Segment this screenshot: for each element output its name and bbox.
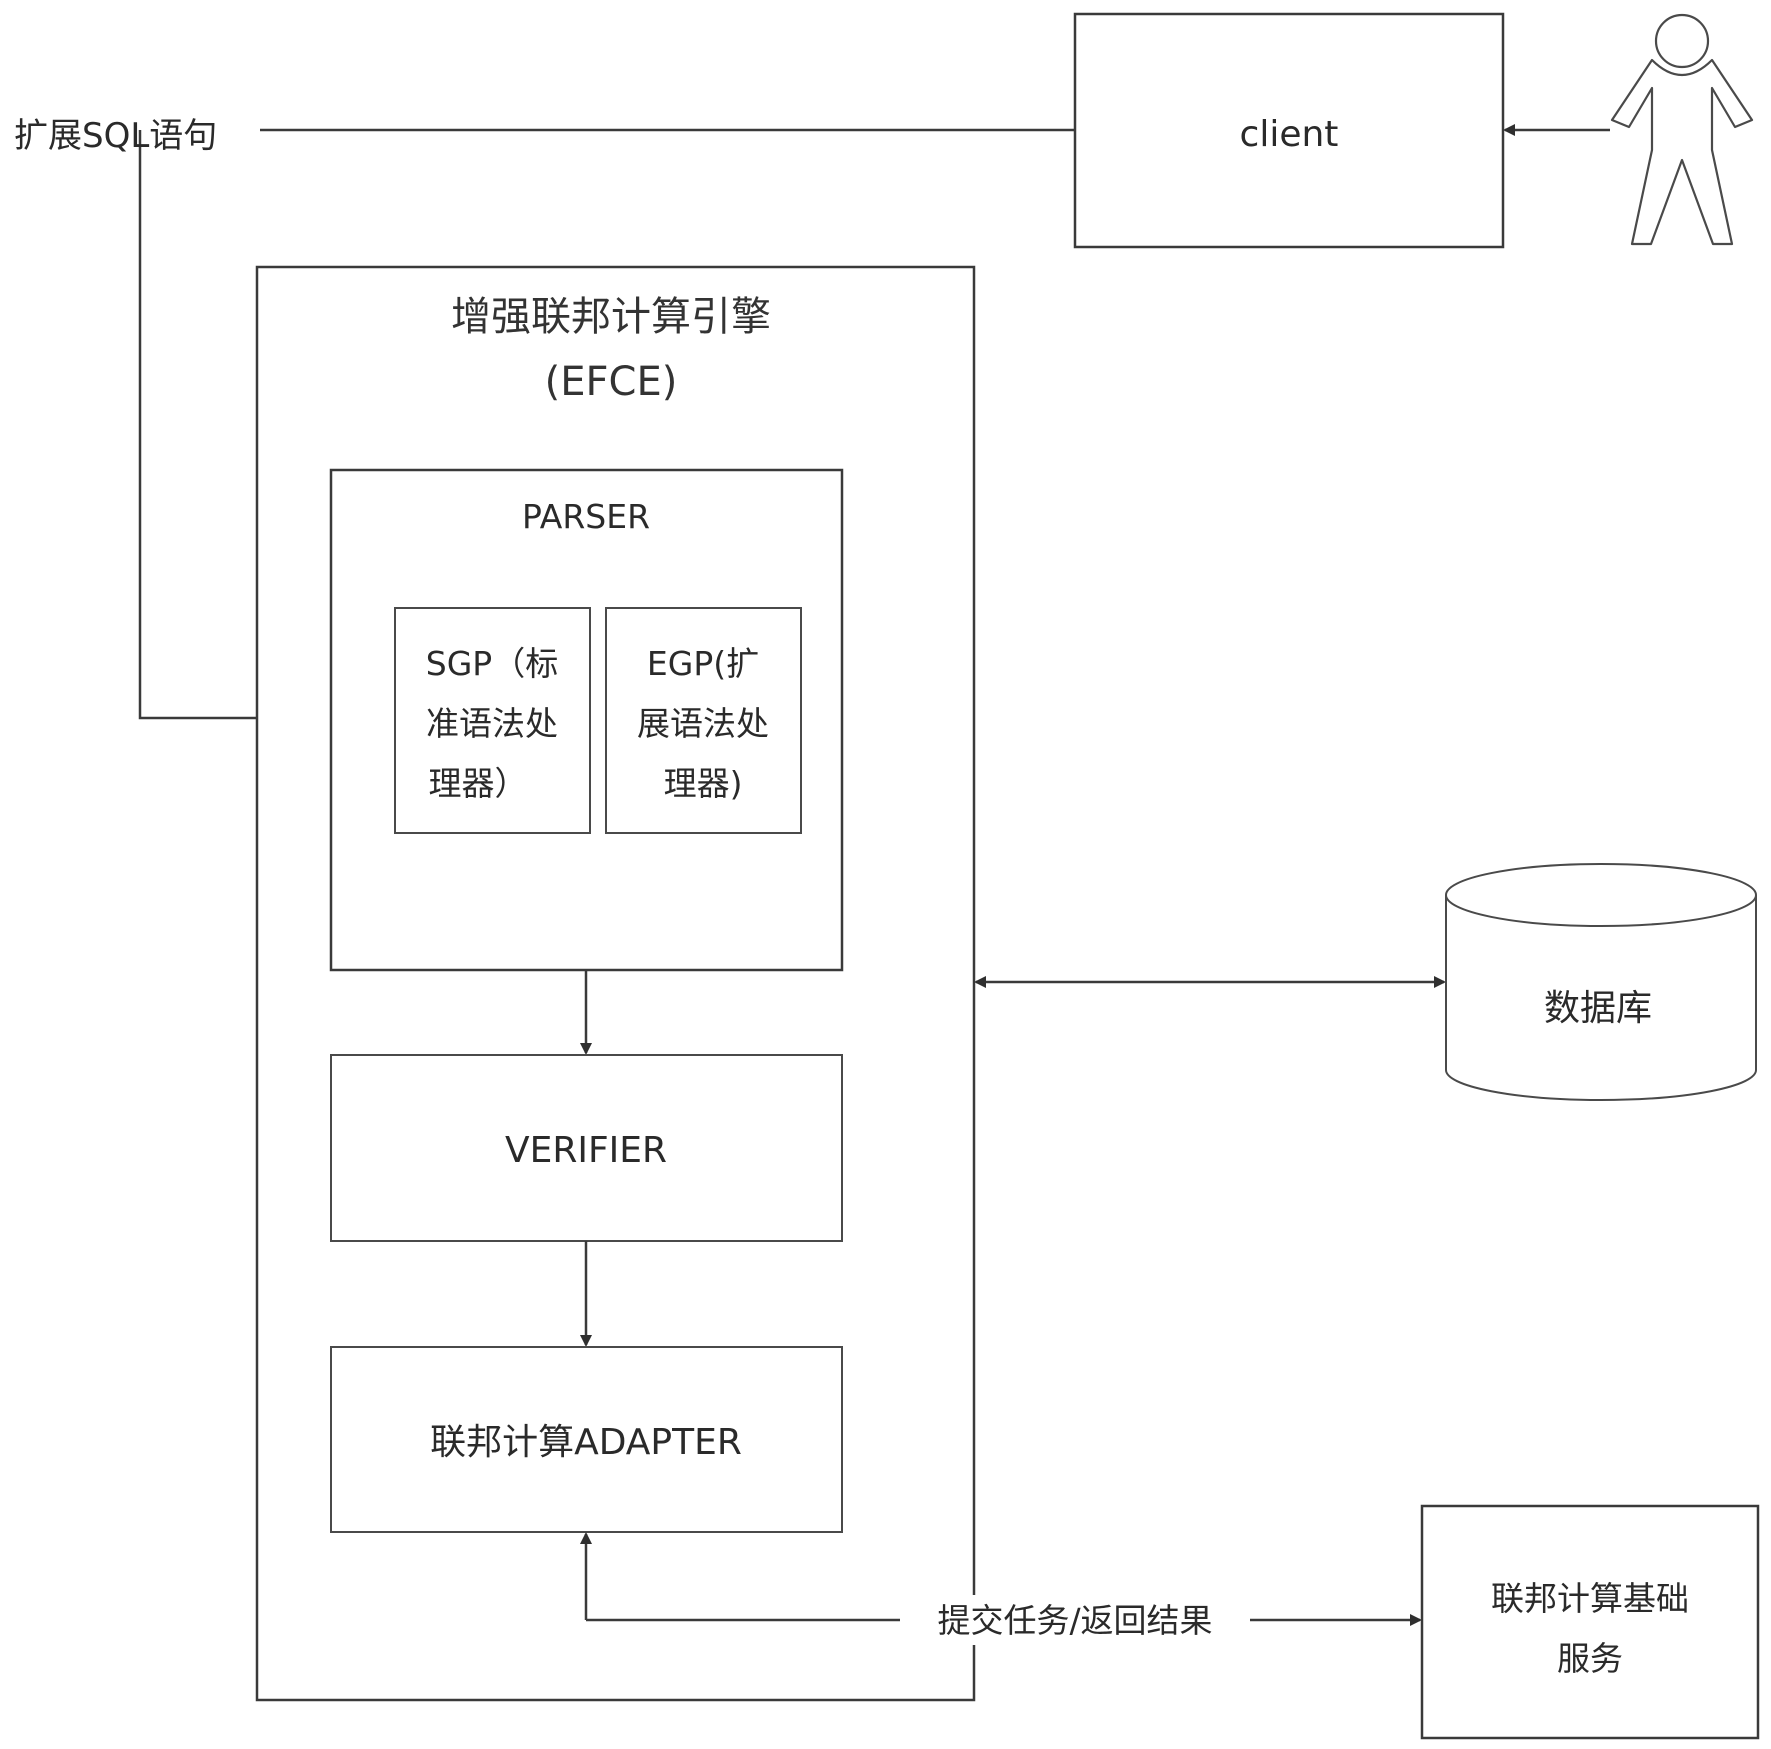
parser-label: PARSER bbox=[522, 497, 650, 536]
adapter-node[interactable]: 联邦计算ADAPTER bbox=[330, 1346, 843, 1533]
task-edge-label: 提交任务/返回结果 bbox=[937, 1601, 1212, 1640]
egp-label-line2: 展语法处 bbox=[637, 704, 769, 743]
database-label: 数据库 bbox=[1544, 988, 1652, 1029]
sgp-label-line3: 理器） bbox=[429, 764, 528, 803]
egp-label-line3: 理器) bbox=[664, 764, 743, 803]
sgp-node[interactable]: SGP（标 准语法处 理器） bbox=[394, 607, 591, 834]
sgp-label-line2: 准语法处 bbox=[426, 704, 558, 743]
engine-subtitle: (EFCE) bbox=[545, 359, 678, 405]
fl-service-node[interactable]: 联邦计算基础 服务 bbox=[1420, 1504, 1760, 1740]
verifier-node[interactable]: VERIFIER bbox=[330, 1054, 843, 1242]
verifier-label: VERIFIER bbox=[505, 1130, 667, 1171]
engine-title: 增强联邦计算引擎 bbox=[451, 294, 771, 340]
extended-sql-label: 扩展SQL语句 bbox=[14, 116, 217, 156]
fl-service-label-line2: 服务 bbox=[1557, 1639, 1623, 1678]
sgp-label-line1: SGP（标 bbox=[426, 644, 558, 683]
egp-label-line1: EGP(扩 bbox=[647, 644, 759, 683]
egp-node[interactable]: EGP(扩 展语法处 理器) bbox=[605, 607, 802, 834]
user-figure-icon bbox=[1610, 13, 1754, 246]
fl-service-label-line1: 联邦计算基础 bbox=[1491, 1579, 1689, 1618]
client-node[interactable]: client bbox=[1073, 12, 1505, 249]
adapter-label: 联邦计算ADAPTER bbox=[430, 1422, 742, 1463]
client-label: client bbox=[1240, 114, 1339, 155]
database-node[interactable]: 数据库 bbox=[1445, 863, 1757, 1101]
